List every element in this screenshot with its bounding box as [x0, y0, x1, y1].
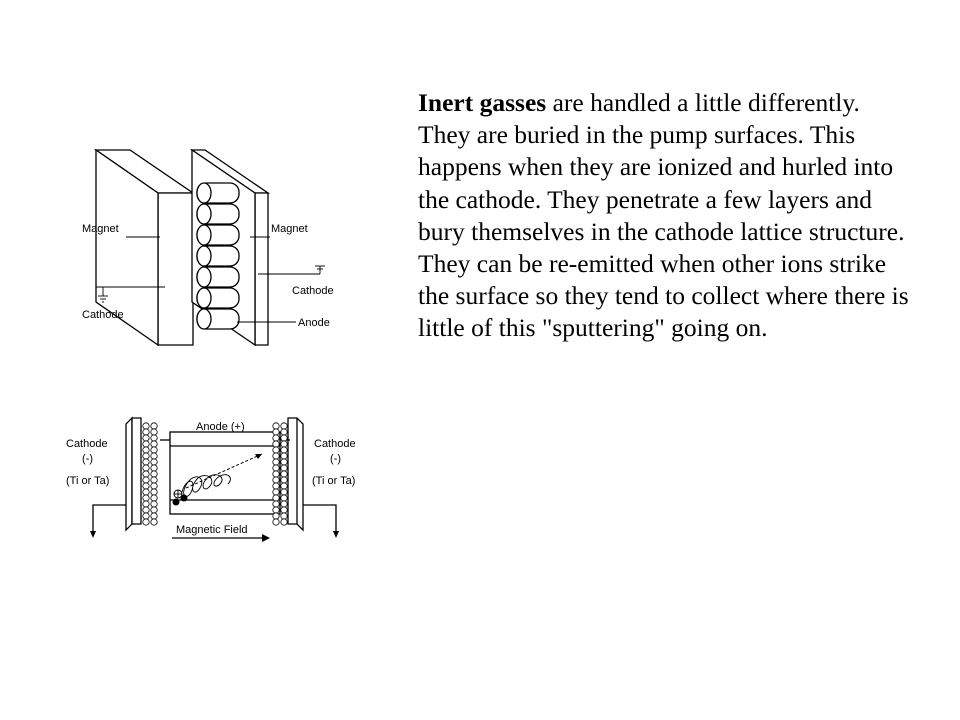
cathode-atom [142, 500, 150, 508]
cathode-atom [150, 434, 158, 442]
top-leader-lines [96, 236, 325, 323]
anode-cell-end [196, 266, 212, 288]
cathode-atom [272, 434, 280, 442]
cathode-atom [150, 476, 158, 484]
cathode-atom [150, 500, 158, 508]
cathode-atom [280, 422, 288, 430]
cathode-atom [150, 482, 158, 490]
cathode-atom [272, 440, 280, 448]
cathode-atom [150, 428, 158, 436]
anode-cells [196, 182, 240, 330]
cathode-atom [142, 446, 150, 454]
cathode-atom [142, 464, 150, 472]
label-magnet-left: Magnet [82, 223, 119, 235]
cathode-atom [142, 434, 150, 442]
cathode-atom [142, 470, 150, 478]
body-paragraph: Inert gasses are handled a little differ… [418, 87, 918, 345]
cathode-atom [280, 428, 288, 436]
cathode-atom [280, 440, 288, 448]
cathode-atom [142, 518, 150, 526]
cathode-atom [272, 422, 280, 430]
cathode-atom [272, 506, 280, 514]
cathode-atom [142, 488, 150, 496]
cathode-atom [142, 452, 150, 460]
cathode-atom [150, 512, 158, 520]
cathode-atom [150, 494, 158, 502]
cathode-atom [142, 506, 150, 514]
cathode-atom [272, 452, 280, 460]
anode-cell-end [196, 287, 212, 309]
cathode-atom [150, 488, 158, 496]
paragraph-rest: are handled a little differently. They a… [418, 88, 909, 343]
cathode-atom [280, 512, 288, 520]
anode-cell-end [196, 182, 212, 204]
cathode-atom [150, 440, 158, 448]
cathode-atom [280, 500, 288, 508]
label-cathode-right: Cathode [292, 285, 334, 297]
cathode-atom [272, 428, 280, 436]
cathode-atom [272, 518, 280, 526]
cathode-atom [150, 518, 158, 526]
label-cathode-left: Cathode [82, 309, 124, 321]
cathode-atom [272, 446, 280, 454]
cathode-atoms [142, 422, 288, 526]
label-anode-top: Anode [298, 317, 330, 329]
cathode-atom [150, 446, 158, 454]
cathode-atom [272, 494, 280, 502]
cathode-atom [280, 434, 288, 442]
cathode-atom [280, 506, 288, 514]
cathode-atom [142, 428, 150, 436]
cathode-atom [150, 464, 158, 472]
cathode-atom [142, 494, 150, 502]
cathode-atom [272, 488, 280, 496]
cathode-atom [150, 458, 158, 466]
cathode-atom [150, 422, 158, 430]
bottom-pump-diagram [90, 416, 339, 542]
cathode-atom [280, 494, 288, 502]
label-magnetic-field: Magnetic Field [176, 524, 248, 536]
cathode-atom [272, 482, 280, 490]
cathode-atom [280, 518, 288, 526]
cathode-atom [280, 452, 288, 460]
cathode-atom [272, 464, 280, 472]
cathode-atom [280, 458, 288, 466]
cathode-atom [272, 500, 280, 508]
label-material-left: (Ti or Ta) [66, 475, 109, 487]
cathode-atom [280, 482, 288, 490]
label-polarity-left: (-) [82, 453, 93, 465]
cathode-atom [272, 458, 280, 466]
label-magnet-right: Magnet [271, 223, 308, 235]
cathode-atom [280, 464, 288, 472]
cathode-atom [142, 512, 150, 520]
cathode-atom [280, 488, 288, 496]
label-anode-bottom: Anode (+) [196, 421, 245, 433]
cathode-atom [280, 470, 288, 478]
anode-cell-end [196, 308, 212, 330]
cathode-atom [272, 476, 280, 484]
cathode-atom [142, 440, 150, 448]
anode-cell-end [196, 224, 212, 246]
cathode-atom [142, 476, 150, 484]
label-material-right: (Ti or Ta) [312, 475, 355, 487]
cathode-atom [142, 482, 150, 490]
anode-cell-end [196, 203, 212, 225]
anode-cell-end [196, 245, 212, 267]
cathode-atom [272, 512, 280, 520]
bold-lead: Inert gasses [418, 88, 547, 117]
cathode-atom [142, 458, 150, 466]
cathode-atom [142, 422, 150, 430]
cathode-atom [272, 470, 280, 478]
left-magnet-block [93, 148, 196, 347]
label-cathode-left-bottom: Cathode [66, 438, 108, 450]
label-polarity-right: (-) [330, 453, 341, 465]
cathode-atom [150, 470, 158, 478]
cathode-atom [280, 476, 288, 484]
cathode-atom [150, 452, 158, 460]
label-cathode-right-bottom: Cathode [314, 438, 356, 450]
cathode-atom [150, 506, 158, 514]
cathode-atom [280, 446, 288, 454]
